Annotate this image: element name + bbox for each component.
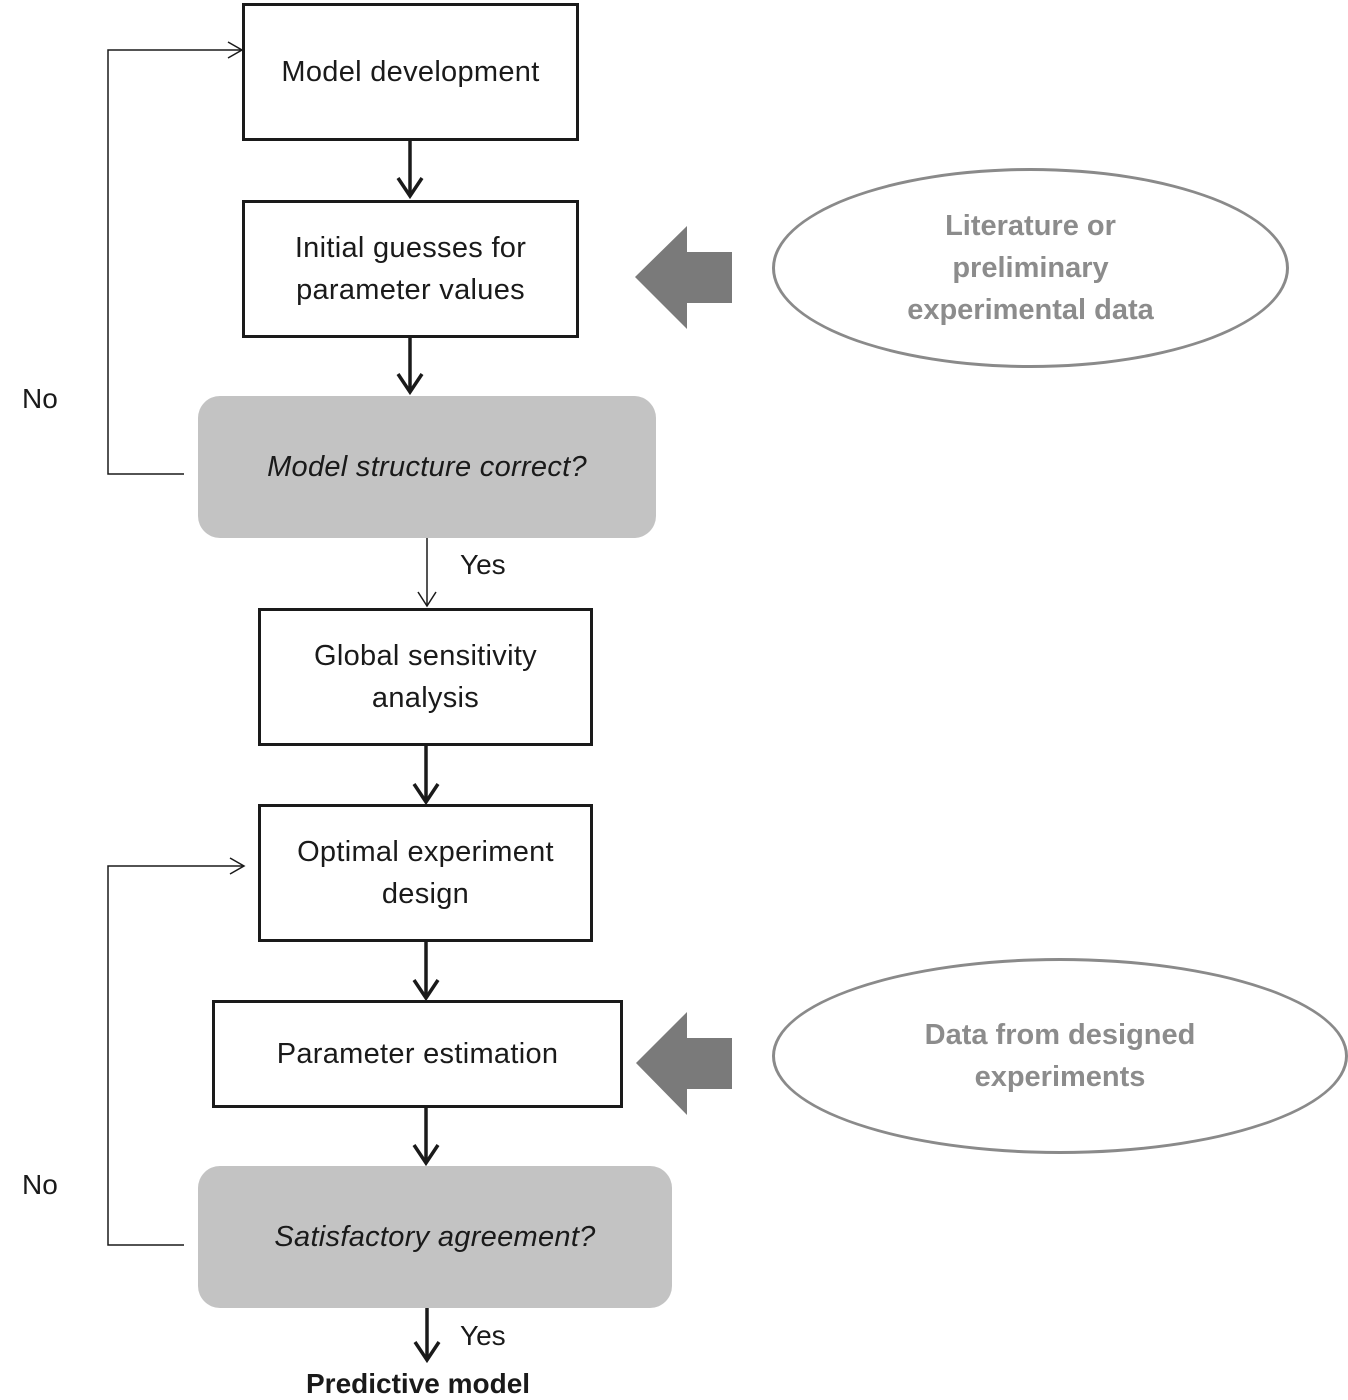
output-predictive-model: Predictive model — [306, 1368, 531, 1399]
arrow-dev-to-guesses — [396, 140, 424, 200]
input-literature-line2: preliminary — [952, 252, 1109, 284]
step-global-sensitivity: Global sensitivity analysis — [258, 608, 593, 746]
input-designed-experiments: Data from designed experiments — [772, 958, 1348, 1154]
branch-label-yes-bottom: Yes — [460, 1320, 506, 1351]
loop-no-bottom — [107, 857, 246, 1246]
step-initial-guesses-line1: Initial guesses for — [294, 232, 527, 264]
step-optimal-experiment-design-line1: Optimal experiment — [297, 836, 554, 868]
decision-satisfactory-agreement: Satisfactory agreement? — [198, 1166, 672, 1308]
arrow-decision-yes-to-gsa — [417, 537, 437, 608]
input-designed-line2: experiments — [974, 1061, 1146, 1093]
step-optimal-experiment-design: Optimal experiment design — [258, 804, 593, 942]
arrow-gsa-to-oed — [412, 746, 440, 806]
arrow-estimation-to-decision — [412, 1108, 440, 1167]
step-model-development: Model development — [242, 3, 579, 141]
decision-satisfactory-agreement-label: Satisfactory agreement? — [274, 1220, 596, 1253]
decision-model-structure: Model structure correct? — [198, 396, 656, 538]
arrow-decision-yes-to-output — [413, 1306, 441, 1364]
input-literature-line3: experimental data — [907, 294, 1154, 326]
step-model-development-label: Model development — [281, 56, 540, 88]
input-arrow-designed — [636, 1012, 732, 1115]
input-literature-data: Literature or preliminary experimental d… — [772, 168, 1289, 368]
step-parameter-estimation: Parameter estimation — [212, 1000, 623, 1108]
step-global-sensitivity-line1: Global sensitivity — [314, 640, 537, 672]
step-optimal-experiment-design-line2: design — [381, 878, 470, 910]
step-parameter-estimation-label: Parameter estimation — [276, 1038, 559, 1070]
decision-model-structure-label: Model structure correct? — [267, 450, 587, 483]
step-global-sensitivity-line2: analysis — [371, 682, 480, 714]
input-literature-line1: Literature or — [945, 210, 1116, 242]
branch-label-yes-top: Yes — [460, 549, 506, 580]
input-arrow-literature — [635, 226, 732, 329]
step-initial-guesses: Initial guesses for parameter values — [242, 200, 579, 338]
input-designed-line1: Data from designed — [924, 1019, 1196, 1051]
arrow-oed-to-estimation — [412, 942, 440, 1002]
branch-label-no-top: No — [22, 383, 58, 414]
step-initial-guesses-line2: parameter values — [296, 274, 525, 306]
branch-label-no-bottom: No — [22, 1169, 58, 1200]
arrow-guesses-to-decision — [396, 338, 424, 396]
